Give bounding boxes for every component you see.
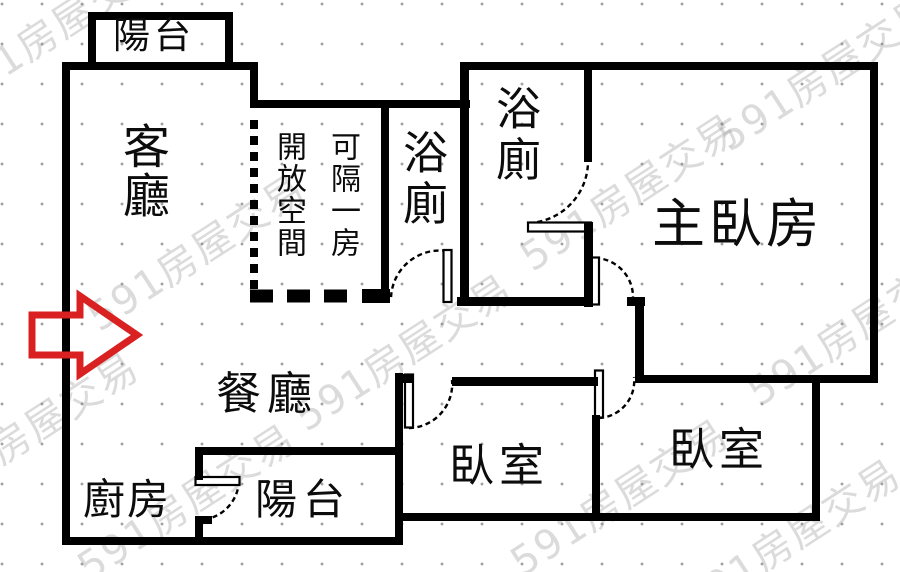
room-label-master-bedroom: 主臥房	[652, 194, 823, 255]
room-label-bedroom-left: 臥室	[449, 439, 550, 492]
room-label-balcony-bottom: 陽台	[255, 475, 352, 524]
door-arc-balcony-bottom	[200, 480, 241, 522]
door-arc-bath-master	[528, 162, 590, 225]
door-arc-bedroom-left	[408, 379, 454, 430]
open-space-note-right: 可隔一房	[325, 131, 360, 259]
room-label-balcony-top: 陽台	[113, 14, 195, 57]
room-label-bath-master: 浴廁	[488, 85, 541, 187]
door-leaf-bath-master	[526, 221, 593, 233]
walls	[62, 12, 878, 545]
open-space-dashed-partition	[250, 120, 352, 303]
entrance-arrow-icon	[28, 289, 144, 381]
door-leaf-balcony-bottom	[194, 475, 241, 487]
open-space-note-left: 開放空間	[271, 131, 306, 259]
room-label-bath-upper: 浴廁	[395, 129, 448, 231]
room-label-bedroom-right: 臥室	[669, 423, 770, 476]
door-arc-bath-upper	[389, 249, 448, 299]
door-arc-master-bedroom	[594, 256, 635, 299]
room-label-living-room: 客廳	[114, 122, 169, 220]
door-arc-bedroom-right	[598, 376, 636, 420]
door-leaf-bath-upper	[442, 248, 453, 304]
room-label-kitchen: 廚房	[83, 475, 172, 524]
room-label-dining-room: 餐廳	[216, 367, 319, 420]
